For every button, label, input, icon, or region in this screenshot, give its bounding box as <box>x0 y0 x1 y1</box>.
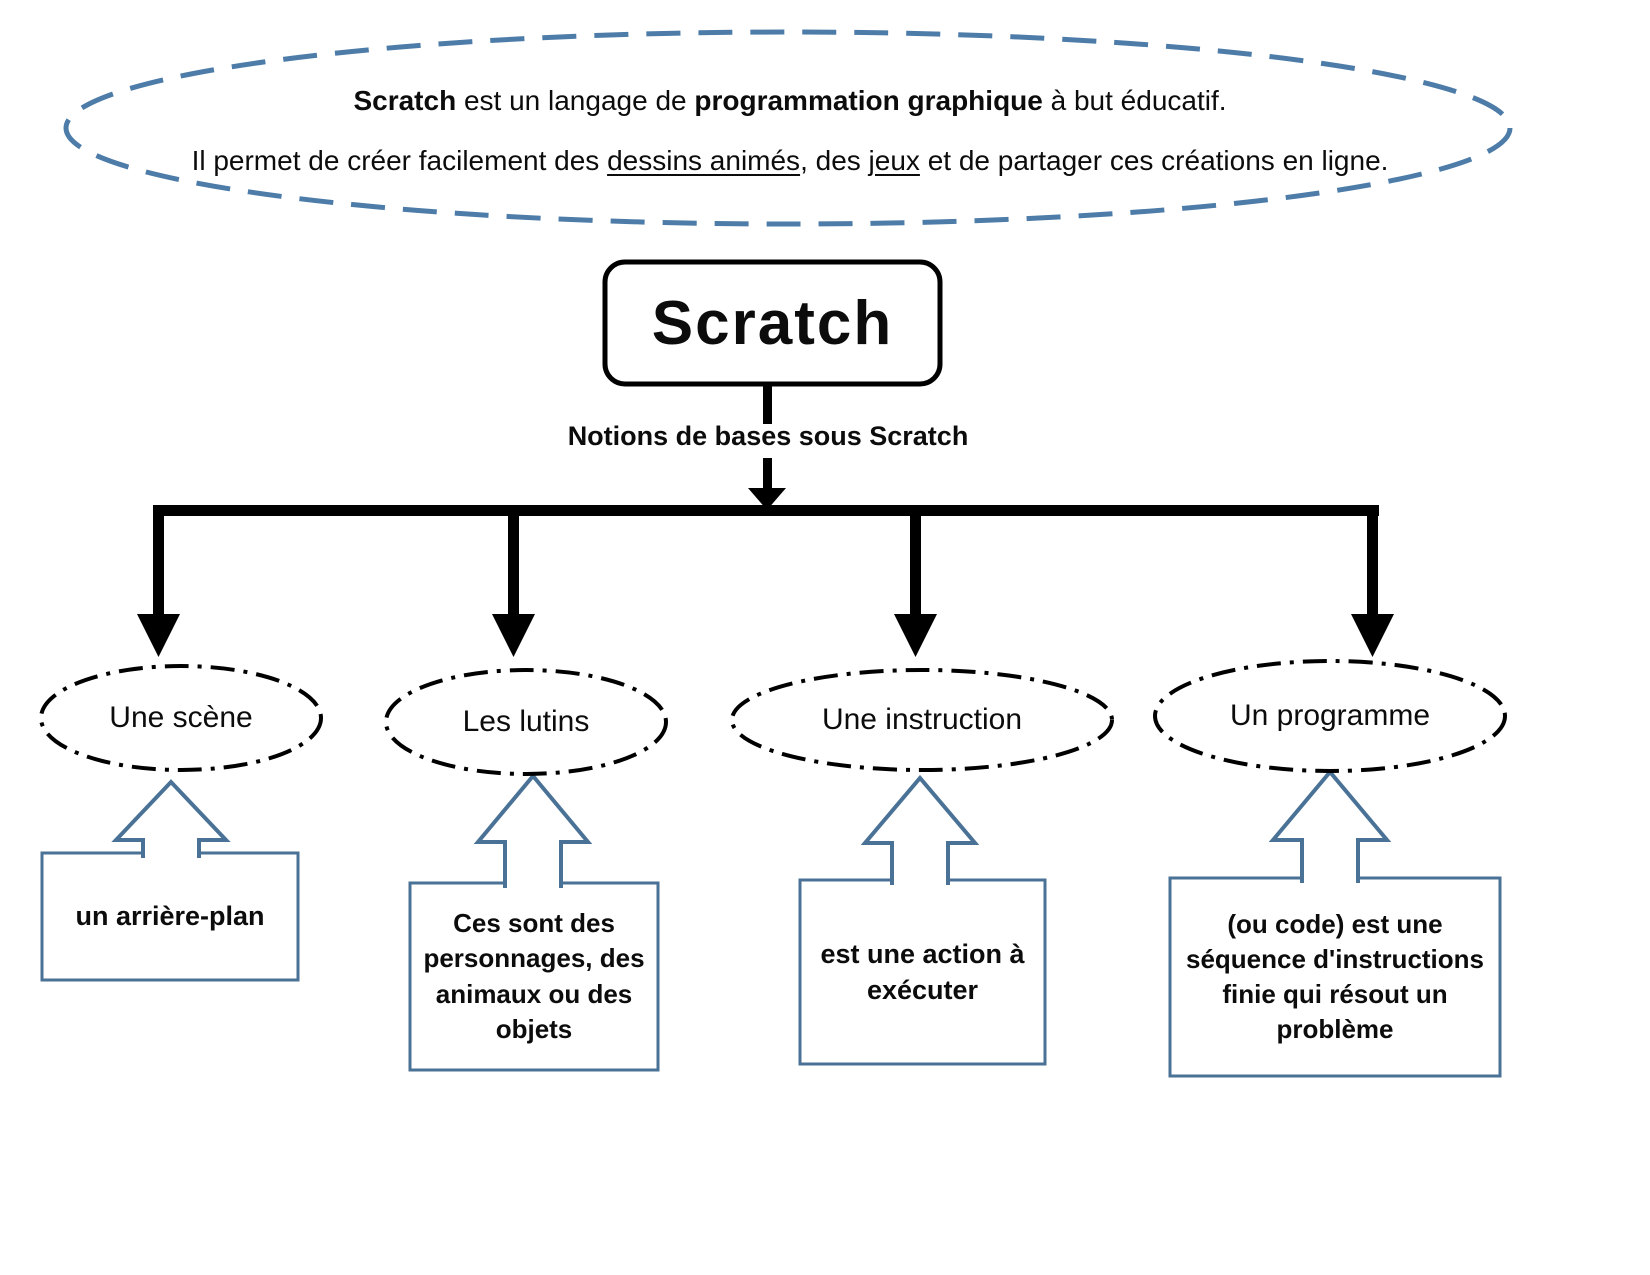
intro-line2-underline-dessins: dessins animés <box>607 145 801 176</box>
intro-line2-text-mid: , des <box>800 145 869 176</box>
branch-line-3 <box>910 505 921 617</box>
description-text-les-lutins: Ces sont des personnages, des animaux ou… <box>423 908 645 1044</box>
root-node-border <box>602 259 943 387</box>
intro-bubble-border <box>63 29 1513 227</box>
down-arrowhead-1 <box>137 614 180 657</box>
ellipse-un-programme <box>1153 659 1507 773</box>
intro-line1-bold-scratch: Scratch <box>353 85 457 116</box>
description-box-une-instruction <box>798 878 1047 1066</box>
down-arrowhead-4 <box>1351 614 1394 657</box>
intro-line2-underline-jeux: jeux <box>868 145 920 176</box>
ellipse-une-instruction <box>730 668 1114 772</box>
up-block-arrow-un-programme <box>1268 768 1392 883</box>
description-box-les-lutins <box>408 881 660 1072</box>
connector-subtitle-segment <box>763 458 772 490</box>
description-text-un-programme: (ou code) est une séquence d'instruction… <box>1185 908 1485 1045</box>
intro-line2-text-end: et de partager ces créations en ligne. <box>919 145 1389 176</box>
ellipse-une-scene <box>39 664 323 772</box>
intro-line-2: Il permet de créer facilement des dessin… <box>60 144 1520 178</box>
intro-line-1: Scratch est un langage de programmation … <box>60 84 1520 118</box>
branch-line-1 <box>153 505 164 617</box>
description-text-une-instruction: est une action à exécuter <box>820 938 1025 1005</box>
branch-line-2 <box>508 505 519 617</box>
connector-root-segment <box>763 384 772 424</box>
down-arrowhead-center <box>748 488 786 510</box>
ellipse-label-une-scene: Une scène <box>109 701 253 734</box>
up-block-arrow-une-scene <box>111 779 231 858</box>
description-box-un-programme <box>1168 876 1502 1078</box>
description-text-une-scene: un arrière-plan <box>75 901 265 932</box>
ellipse-label-un-programme: Un programme <box>1229 699 1431 732</box>
intro-line1-text: est un langage de <box>456 85 695 116</box>
description-box-une-scene <box>40 851 300 982</box>
ellipse-les-lutins <box>384 668 668 776</box>
down-arrowhead-2 <box>492 614 535 657</box>
intro-line2-text: Il permet de créer facilement des <box>191 145 608 176</box>
branch-line-4 <box>1367 505 1378 617</box>
ellipse-label-une-instruction: Une instruction <box>821 703 1023 736</box>
down-arrowhead-3 <box>894 614 937 657</box>
root-node-title: Scratch <box>651 288 894 358</box>
branch-bar <box>153 505 1379 516</box>
intro-line1-text-end: à but éducatif. <box>1042 85 1227 116</box>
up-block-arrow-une-instruction <box>860 774 980 885</box>
root-subtitle: Notions de bases sous Scratch <box>567 421 969 451</box>
up-block-arrow-les-lutins <box>473 772 593 888</box>
intro-line1-bold-prog: programmation graphique <box>694 85 1043 116</box>
ellipse-label-les-lutins: Les lutins <box>462 705 590 738</box>
